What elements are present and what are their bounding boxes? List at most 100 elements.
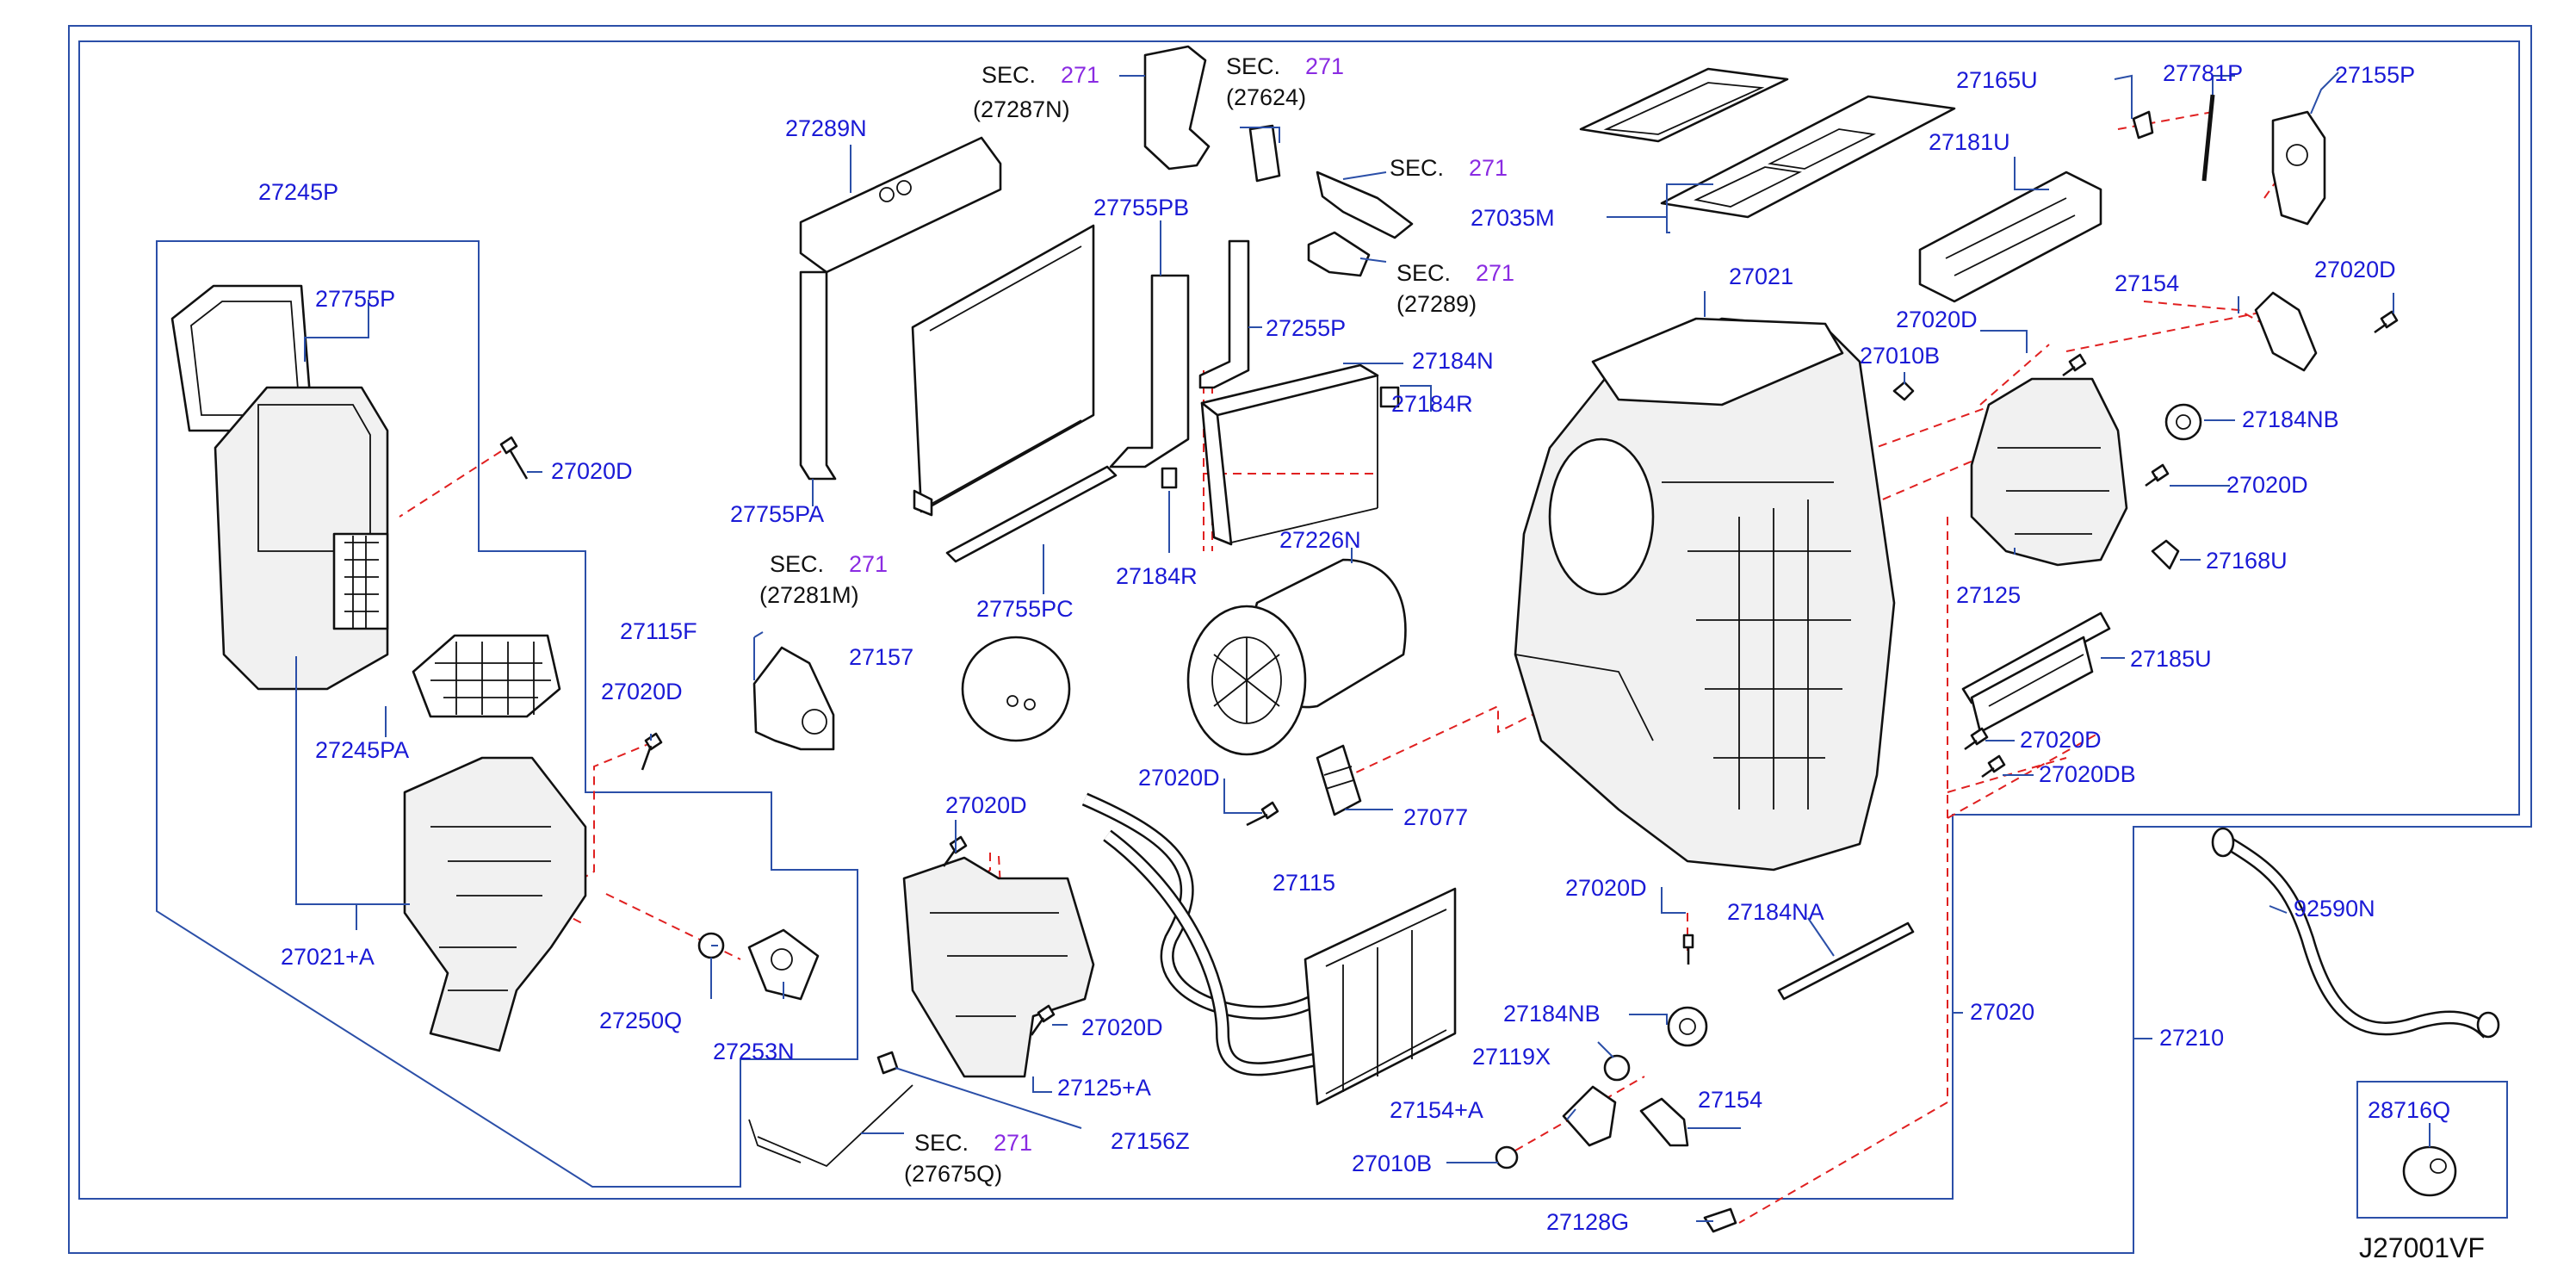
sec-271-27281m-sub: (27281M) <box>759 582 859 608</box>
part-label-27755PB[interactable]: 27755PB <box>1093 195 1189 220</box>
dash-line <box>399 450 502 518</box>
sec-271-a-number[interactable]: 271 <box>1469 155 1508 181</box>
case-27125a <box>902 856 1095 1078</box>
part-label-27125[interactable]: 27125 <box>1956 582 2021 608</box>
screw <box>942 835 968 867</box>
sec-271-a-prefix: SEC. <box>1390 155 1444 181</box>
sec-271-27289-number[interactable]: 271 <box>1476 260 1514 286</box>
sec-271-27287n-number[interactable]: 271 <box>1061 62 1099 88</box>
part-label-27010B[interactable]: 27010B <box>1352 1151 1432 1176</box>
sec-271-27289-prefix: SEC. <box>1396 260 1451 286</box>
part-label-27245P[interactable]: 27245P <box>258 179 338 205</box>
part-label-27128G[interactable]: 27128G <box>1546 1209 1629 1235</box>
sec-271-27624-prefix: SEC. <box>1226 53 1280 79</box>
bracket-27255p <box>1198 239 1250 389</box>
sec-271-27624-number[interactable]: 271 <box>1305 53 1344 79</box>
part-label-27184R[interactable]: 27184R <box>1391 391 1473 417</box>
part-label-92590N[interactable]: 92590N <box>2294 896 2375 921</box>
gear-27184nb-right <box>2164 403 2202 441</box>
part-label-27184NB[interactable]: 27184NB <box>2242 406 2339 432</box>
part-label-27020DB[interactable]: 27020DB <box>2039 761 2136 787</box>
part-label-28716Q[interactable]: 28716Q <box>2368 1097 2450 1123</box>
part-label-27154A[interactable]: 27154+A <box>1390 1097 1483 1123</box>
filter-frame-27184n <box>1161 363 1400 546</box>
part-label-27020D[interactable]: 27020D <box>945 792 1027 818</box>
left-subassembly-frame <box>156 240 858 1188</box>
part-label-27185U[interactable]: 27185U <box>2130 646 2212 672</box>
sec-271-27281m-number[interactable]: 271 <box>849 551 888 577</box>
screw <box>2062 353 2087 377</box>
part-27119x <box>1603 1054 1631 1082</box>
part-label-27253N[interactable]: 27253N <box>713 1039 795 1064</box>
sensor-27156z <box>748 1051 913 1168</box>
part-label-27755PC[interactable]: 27755PC <box>976 596 1074 622</box>
part-label-27021A[interactable]: 27021+A <box>281 944 375 970</box>
part-label-27020D[interactable]: 27020D <box>1565 875 1647 901</box>
part-label-27115F[interactable]: 27115F <box>620 618 697 644</box>
grommet-28716q <box>2402 1145 2457 1197</box>
screw <box>1682 934 1694 965</box>
part-label-27157[interactable]: 27157 <box>849 644 913 670</box>
part-label-27755P[interactable]: 27755P <box>315 286 395 312</box>
part-label-27181U[interactable]: 27181U <box>1929 129 2010 155</box>
screw <box>1030 1004 1056 1036</box>
part-label-27119X[interactable]: 27119X <box>1472 1044 1551 1070</box>
part-label-27184N[interactable]: 27184N <box>1412 348 1494 374</box>
filter-27245pa <box>412 634 561 718</box>
part-label-27168U[interactable]: 27168U <box>2206 548 2288 574</box>
outer-frame <box>68 25 2532 1254</box>
dash-line <box>2065 309 2274 352</box>
part-label-27020[interactable]: 27020 <box>1970 999 2034 1025</box>
lower-case-27021a <box>403 756 587 1052</box>
part-label-27184R[interactable]: 27184R <box>1116 563 1198 589</box>
part-label-27781P[interactable]: 27781P <box>2163 60 2243 86</box>
part-label-27250Q[interactable]: 27250Q <box>599 1008 682 1033</box>
part-label-27020D[interactable]: 27020D <box>1081 1014 1163 1040</box>
strip-27755pc <box>945 465 1118 563</box>
part-label-27020D[interactable]: 27020D <box>2314 257 2396 282</box>
part-label-27125A[interactable]: 27125+A <box>1057 1075 1151 1101</box>
actuator-27253n <box>697 928 820 1001</box>
part-label-27020D[interactable]: 27020D <box>1896 307 1978 332</box>
side-case-27125 <box>1970 377 2128 567</box>
part-label-27154[interactable]: 27154 <box>1698 1087 1762 1113</box>
screw <box>1964 727 1989 751</box>
clip <box>1892 381 1915 401</box>
sec-271-27287n-prefix: SEC. <box>981 62 1036 88</box>
part-label-27021[interactable]: 27021 <box>1729 264 1793 289</box>
seal-27755pb <box>1109 274 1190 468</box>
part-label-27289N[interactable]: 27289N <box>785 115 867 141</box>
rod-27184na <box>1777 921 1915 1001</box>
part-label-27077[interactable]: 27077 <box>1403 804 1468 830</box>
part-label-27035M[interactable]: 27035M <box>1471 205 1555 231</box>
part-label-27154[interactable]: 27154 <box>2115 270 2179 296</box>
resistor-27157 <box>961 636 1071 742</box>
sec-271-27675q-sub: (27675Q) <box>904 1161 1002 1187</box>
part-label-27226N[interactable]: 27226N <box>1279 527 1361 553</box>
screw <box>499 436 529 480</box>
part-label-27184NB[interactable]: 27184NB <box>1503 1001 1601 1027</box>
part-label-27020D[interactable]: 27020D <box>601 679 683 704</box>
grommet-box <box>2356 1081 2508 1219</box>
part-label-27010B[interactable]: 27010B <box>1860 343 1940 369</box>
sec-271-27675q-number[interactable]: 271 <box>994 1130 1032 1156</box>
part-label-27210[interactable]: 27210 <box>2159 1025 2224 1051</box>
part-label-27156Z[interactable]: 27156Z <box>1111 1128 1190 1154</box>
part-label-27020D[interactable]: 27020D <box>2020 727 2102 753</box>
part-label-27255P[interactable]: 27255P <box>1266 315 1346 341</box>
part-label-27245PA[interactable]: 27245PA <box>315 737 409 763</box>
part-label-27184NA[interactable]: 27184NA <box>1727 899 1824 925</box>
heater-core-27115 <box>1081 792 1457 1106</box>
intake-case-27245p <box>214 386 389 691</box>
link-27185u <box>1961 611 2111 734</box>
part-label-27165U[interactable]: 27165U <box>1956 67 2038 93</box>
screws <box>499 310 2399 1036</box>
evaporator-27281m <box>911 224 1095 517</box>
part-label-27755PA[interactable]: 27755PA <box>730 501 824 527</box>
part-label-27020D[interactable]: 27020D <box>1138 765 1220 791</box>
part-label-27115[interactable]: 27115 <box>1273 870 1335 896</box>
part-label-27155P[interactable]: 27155P <box>2335 62 2415 88</box>
part-label-27020D[interactable]: 27020D <box>551 458 633 484</box>
module-27077 <box>1316 744 1362 816</box>
part-label-27020D[interactable]: 27020D <box>2226 472 2308 498</box>
